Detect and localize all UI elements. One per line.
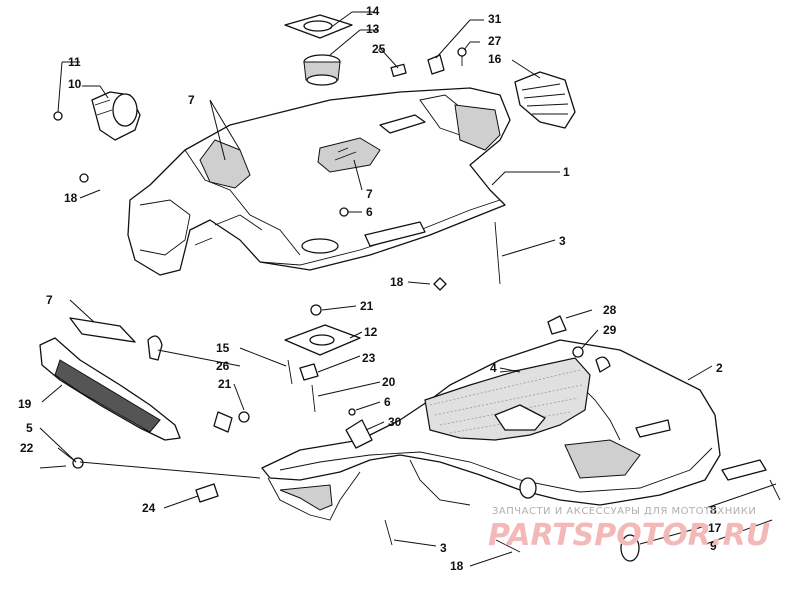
callout-1: 1 [563,165,570,179]
upper-belly-pan [127,87,511,276]
callout-21: 21 [360,299,374,313]
callout-17: 17 [708,521,722,535]
rubber-boot-13 [303,54,341,86]
callout-13: 13 [366,22,380,36]
exhaust-heat-shield [39,337,181,441]
callout-25: 25 [372,42,386,56]
callout-16: 16 [488,52,502,66]
callout-7: 7 [46,293,53,307]
callout-19: 19 [18,397,32,411]
callout-2: 2 [716,361,723,375]
callout-29: 29 [603,323,617,337]
vent-grille [514,71,576,129]
watermark: ЗАПЧАСТИ И АКСЕССУАРЫ ДЛЯ МОТОТЕХНИКИ PA… [488,506,770,553]
callout-14: 14 [366,4,380,18]
callout-28: 28 [603,303,617,317]
callout-31: 31 [488,12,502,26]
callout-26: 26 [216,359,230,373]
watermark-caption: ЗАПЧАСТИ И АКСЕССУАРЫ ДЛЯ МОТОТЕХНИКИ [492,506,756,517]
callout-21: 21 [218,377,232,391]
hardware [39,47,781,562]
callout-20: 20 [382,375,396,389]
callout-4: 4 [490,361,497,375]
callout-7: 7 [366,187,373,201]
callout-15: 15 [216,341,230,355]
callout-7: 7 [188,93,195,107]
callout-5: 5 [26,421,33,435]
callout-11: 11 [68,55,81,69]
callout-24: 24 [142,501,156,515]
callout-23: 23 [362,351,376,365]
callout-18: 18 [390,275,404,289]
mounting-plate-12 [284,324,361,356]
callout-3: 3 [440,541,447,555]
air-intake-housing [91,91,141,141]
callout-22: 22 [20,441,34,455]
callout-6: 6 [366,205,373,219]
watermark-logo: PARTSPOTOR.RU [488,518,770,553]
callout-8: 8 [710,503,717,517]
gasket-plate-14 [284,14,353,39]
callout-27: 27 [488,34,502,48]
callout-3: 3 [559,234,566,248]
callout-18: 18 [450,559,464,573]
callout-9: 9 [710,539,717,553]
callout-18: 18 [64,191,78,205]
leader-lines [39,11,777,567]
callout-10: 10 [68,77,82,91]
callout-30: 30 [388,415,402,429]
callout-12: 12 [364,325,378,339]
callout-6: 6 [384,395,391,409]
foam-pad [424,357,591,441]
